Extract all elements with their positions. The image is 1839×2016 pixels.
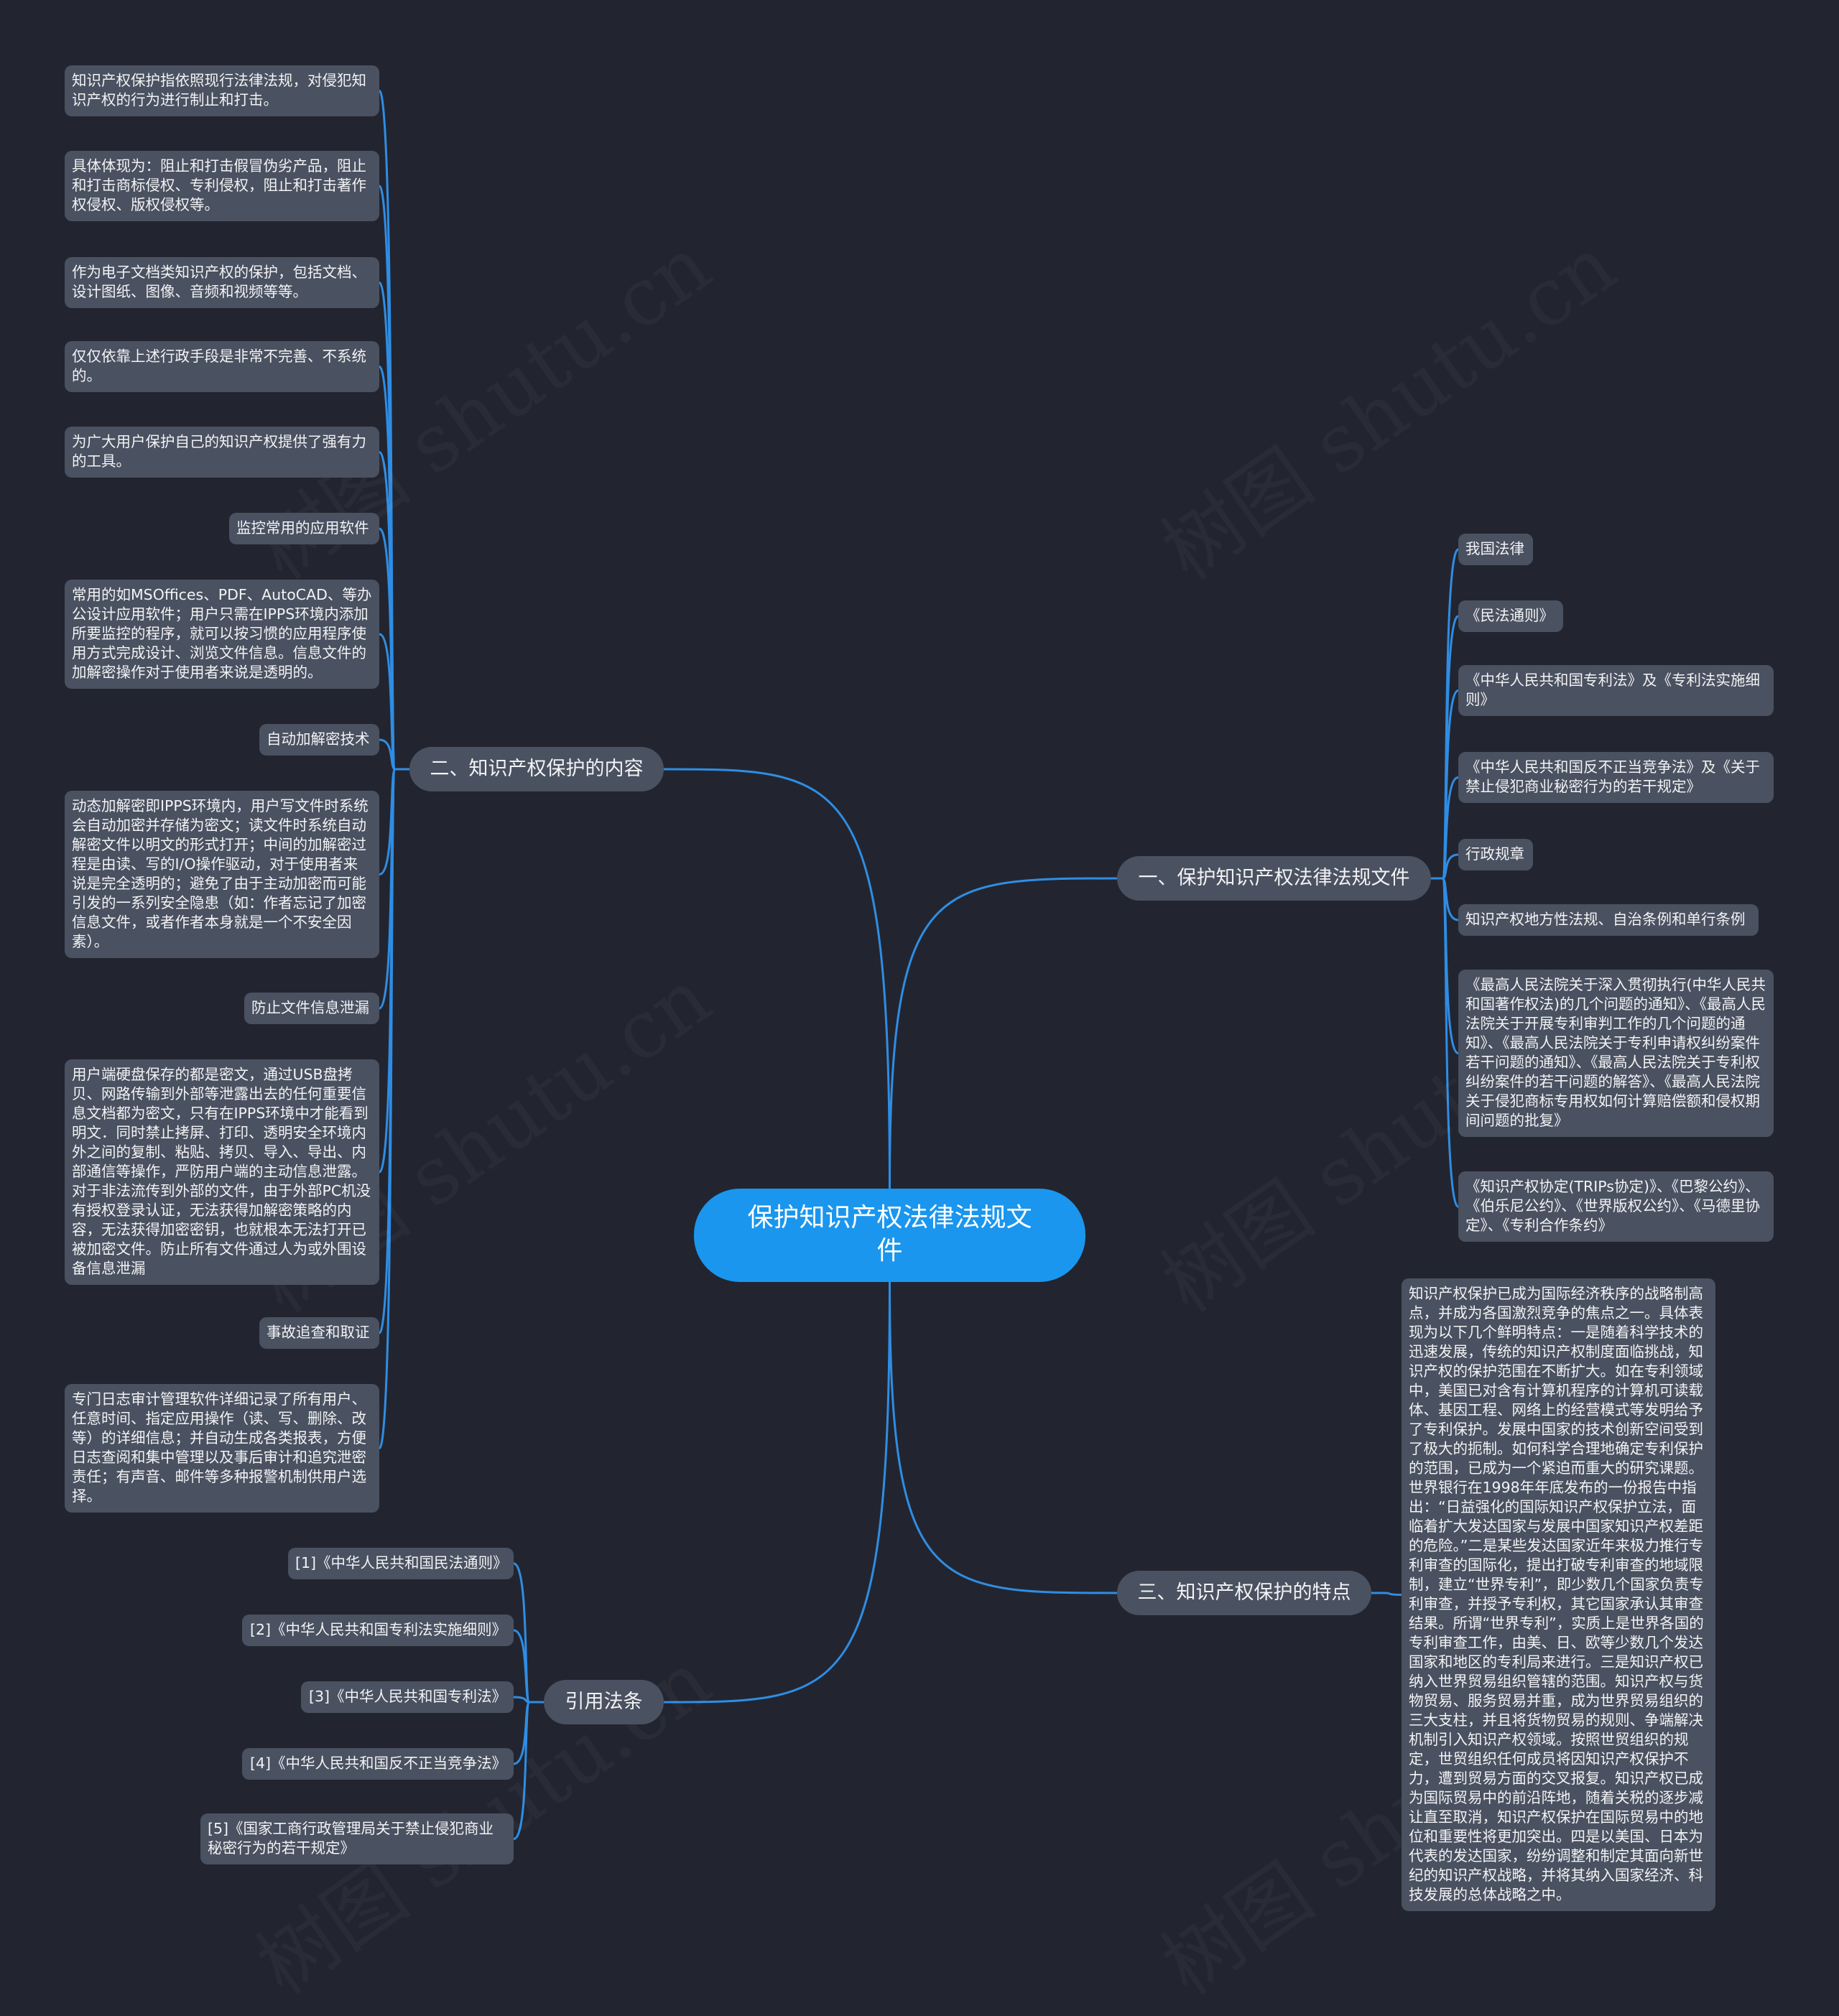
branch-features[interactable]: 三、知识产权保护的特点 — [1117, 1571, 1371, 1615]
content-leaf[interactable]: 作为电子文档类知识产权的保护，包括文档、设计图纸、图像、音频和视频等等。 — [65, 257, 379, 308]
citation-leaf[interactable]: [4]《中华人民共和国反不正当竞争法》 — [242, 1748, 514, 1780]
content-leaf[interactable]: 动态加解密即IPPS环境内，用户写文件时系统会自动加密并存储为密文；读文件时系统… — [65, 791, 379, 958]
content-leaf[interactable]: 知识产权保护指依照现行法律法规，对侵犯知识产权的行为进行制止和打击。 — [65, 65, 379, 116]
leaf-connector — [513, 1696, 544, 1704]
leaf-connector — [378, 768, 409, 1010]
citation-leaf[interactable]: [5]《国家工商行政管理局关于禁止侵犯商业秘密行为的若干规定》 — [200, 1813, 514, 1864]
law-leaf[interactable]: 我国法律 — [1458, 534, 1533, 565]
law-leaf[interactable]: 《最高人民法院关于深入贯彻执行(中华人民共和国著作权法)的几个问题的通知》、《最… — [1458, 970, 1774, 1137]
leaf-connector — [1431, 548, 1460, 880]
branch-content[interactable]: 二、知识产权保护的内容 — [409, 747, 664, 791]
central-topic[interactable]: 保护知识产权法律法规文件 — [694, 1189, 1085, 1282]
branch-laws[interactable]: 一、保护知识产权法律法规文件 — [1117, 856, 1431, 901]
branch-connector — [663, 1281, 891, 1704]
leaf-connector — [379, 768, 409, 875]
content-leaf-monitor-apps[interactable]: 监控常用的应用软件 — [229, 513, 379, 544]
leaf-connector — [379, 738, 409, 771]
leaf-connector — [378, 90, 409, 771]
features-leaf[interactable]: 知识产权保护已成为国际经济秩序的战略制高点，并成为各国激烈竞争的焦点之一。具体表… — [1402, 1278, 1715, 1911]
law-leaf[interactable]: 《知识产权协定(TRIPs协定)》、《巴黎公约》、《伯乐尼公约》、《世界版权公约… — [1458, 1171, 1774, 1242]
law-leaf[interactable]: 《民法通则》 — [1458, 600, 1563, 632]
law-leaf[interactable]: 《中华人民共和国反不正当竞争法》及《关于禁止侵犯商业秘密行为的若干规定》 — [1458, 752, 1774, 803]
branch-connector — [663, 768, 891, 1189]
leaf-connector — [378, 366, 409, 771]
leaf-connector — [1431, 877, 1459, 921]
leaf-connector — [1431, 776, 1459, 880]
leaf-connector — [378, 185, 409, 771]
branch-connector — [889, 877, 1118, 1189]
leaf-connector — [1431, 853, 1459, 880]
citation-leaf[interactable]: [2]《中华人民共和国专利法实施细则》 — [242, 1615, 514, 1646]
leaf-connector — [513, 1701, 544, 1840]
leaf-connector — [513, 1629, 544, 1704]
watermark: 树图 shutu.cn — [1136, 204, 1634, 601]
law-leaf[interactable]: 《中华人民共和国专利法》及《专利法实施细则》 — [1458, 665, 1774, 716]
leaf-connector — [1431, 689, 1459, 880]
leaf-connector — [378, 768, 409, 1334]
leaf-connector — [1431, 615, 1460, 880]
content-leaf-leak-prevention[interactable]: 防止文件信息泄漏 — [244, 993, 379, 1024]
content-leaf[interactable]: 专门日志审计管理软件详细记录了所有用户、任意时间、指定应用操作（读、写、删除、改… — [65, 1384, 379, 1513]
content-leaf[interactable]: 为广大用户保护自己的知识产权提供了强有力的工具。 — [65, 427, 379, 478]
leaf-connector — [1371, 1592, 1402, 1596]
content-leaf-auto-encryption[interactable]: 自动加解密技术 — [259, 724, 379, 756]
citation-leaf[interactable]: [1]《中华人民共和国民法通则》 — [288, 1548, 514, 1579]
law-leaf[interactable]: 知识产权地方性法规、自治条例和单行条例 — [1458, 904, 1759, 936]
branch-citations[interactable]: 引用法条 — [544, 1680, 664, 1724]
leaf-connector — [378, 451, 409, 771]
law-leaf[interactable]: 行政规章 — [1458, 839, 1533, 870]
content-leaf[interactable]: 仅仅依靠上述行政手段是非常不完善、不系统的。 — [65, 341, 379, 392]
leaf-connector — [378, 768, 409, 1174]
content-leaf-incident-tracing[interactable]: 事故追查和取证 — [259, 1317, 379, 1349]
content-leaf[interactable]: 常用的如MSOffices、PDF、AutoCAD、等办公设计应用软件；用户只需… — [65, 580, 379, 689]
citation-leaf[interactable]: [3]《中华人民共和国专利法》 — [301, 1681, 514, 1713]
leaf-connector — [513, 1562, 544, 1704]
leaf-connector — [1431, 877, 1459, 1054]
content-leaf[interactable]: 具体体现为：阻止和打击假冒伪劣产品，阻止和打击商标侵权、专利侵权，阻止和打击著作… — [65, 151, 379, 221]
leaf-connector — [379, 633, 409, 771]
leaf-connector — [1431, 877, 1460, 1208]
branch-connector — [889, 1281, 1118, 1594]
leaf-connector — [378, 768, 409, 1449]
leaf-connector — [513, 1701, 544, 1765]
leaf-connector — [378, 527, 409, 771]
content-leaf[interactable]: 用户端硬盘保存的都是密文，通过USB盘拷贝、网路传输到外部等泄露出去的任何重要信… — [65, 1059, 379, 1285]
leaf-connector — [378, 282, 409, 771]
